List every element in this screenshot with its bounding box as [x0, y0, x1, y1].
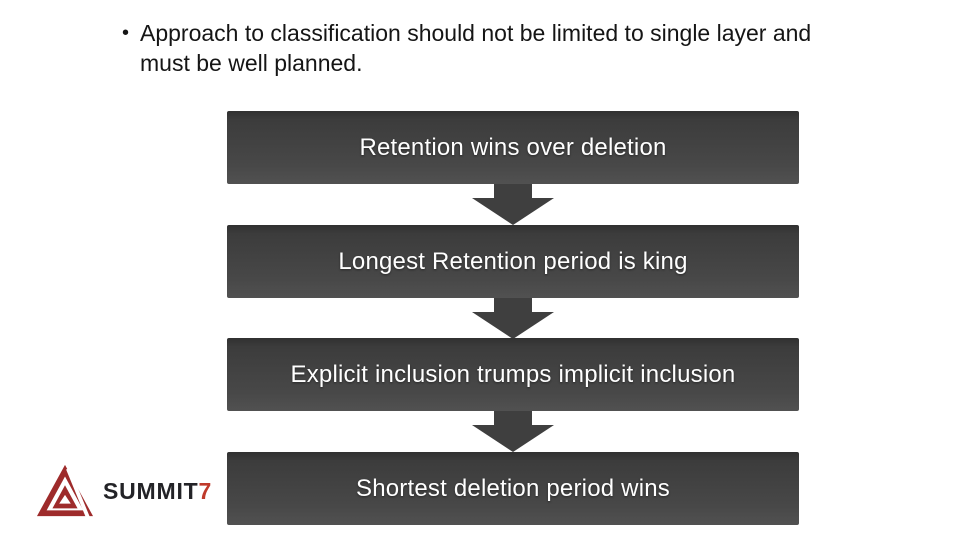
logo-accent-digit: 7: [198, 477, 213, 504]
arrow-down-icon: [472, 411, 554, 452]
flow-step-longest-retention: Longest Retention period is king: [227, 225, 799, 298]
slide-bullet-item: • Approach to classification should not …: [122, 18, 922, 78]
summit7-logo: SUMMIT7: [36, 463, 212, 519]
flow-step-label: Shortest deletion period wins: [356, 474, 670, 502]
logo-name: SUMMIT: [103, 477, 199, 504]
flow-step-retention-wins: Retention wins over deletion: [227, 111, 799, 184]
flow-diagram: Retention wins over deletion Longest Ret…: [227, 111, 799, 525]
flow-step-explicit-inclusion: Explicit inclusion trumps implicit inclu…: [227, 338, 799, 411]
bullet-marker: •: [122, 22, 130, 44]
arrow-down-icon: [472, 184, 554, 225]
flow-step-label: Retention wins over deletion: [359, 133, 667, 161]
flow-step-label: Longest Retention period is king: [338, 247, 688, 275]
summit7-triangle-icon: [36, 464, 94, 519]
bullet-text: Approach to classification should not be…: [140, 20, 812, 76]
flow-step-shortest-deletion: Shortest deletion period wins: [227, 452, 799, 525]
logo-wordmark: SUMMIT7: [103, 478, 212, 505]
arrow-down-icon: [472, 298, 554, 339]
flow-step-label: Explicit inclusion trumps implicit inclu…: [290, 360, 736, 388]
